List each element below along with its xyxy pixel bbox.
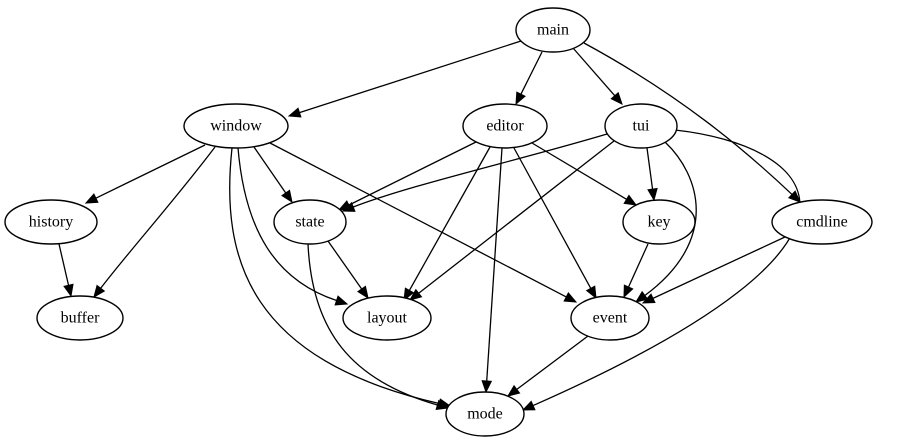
node-window-label: window [210,118,262,135]
node-event-ellipse [570,295,650,341]
node-event: event [570,295,650,341]
node-history-label: history [29,214,73,231]
node-buffer-ellipse [36,295,124,341]
arrowhead-window-to-layout [334,295,349,306]
node-main-ellipse [515,7,591,53]
edge-main-to-tui [572,47,616,97]
edge-history-to-buffer [58,243,70,286]
arrowhead-window-to-buffer [93,284,106,299]
node-key-ellipse [622,199,696,245]
arrowhead-editor-to-mode [481,380,493,394]
edge-state-to-layout [327,240,363,290]
node-window: window [183,103,289,149]
arrowhead-tui-to-key [647,187,658,202]
node-tui-label: tui [633,118,650,135]
arrowhead-editor-to-event [585,285,597,300]
edge-tui-to-key [646,147,654,190]
edge-window-to-state [253,146,287,194]
edge-event-to-mode [516,335,589,390]
arrowhead-editor-to-key [623,194,638,206]
node-state: state [273,199,347,245]
arrowhead-main-to-cmdline [787,190,801,203]
edge-editor-to-mode [486,147,503,382]
arrowhead-main-to-editor [515,91,526,106]
arrowhead-tui-to-layout [408,288,423,301]
edge-main-to-editor [520,51,543,95]
node-tui-ellipse [604,103,678,149]
node-event-label: event [593,310,628,327]
edge-editor-to-layout [408,146,491,291]
edge-main-to-window [299,40,522,114]
edge-key-to-event [627,243,649,288]
arrowhead-key-to-event [623,284,634,299]
node-cmdline: cmdline [771,199,873,245]
node-layout-ellipse [342,295,432,341]
edge-window-to-layout [237,147,337,302]
arrowhead-main-to-tui [610,91,623,105]
edge-window-to-event [269,142,567,298]
node-main: main [515,7,591,53]
node-main-label: main [537,22,569,39]
node-mode: mode [445,391,525,437]
edge-editor-to-event [513,147,592,289]
arrowhead-state-to-layout [357,285,369,300]
edge-editor-to-state [348,141,477,206]
arrowhead-cmdline-to-event [641,293,656,304]
arrowhead-main-to-window [287,107,302,118]
edges-layer [58,40,801,411]
edge-editor-to-key [531,142,627,200]
node-mode-label: mode [467,406,503,423]
arrowhead-tui-to-state [341,201,356,212]
arrowhead-tui-to-event [634,290,649,303]
arrowhead-tui-to-mode [521,400,536,411]
edge-window-to-mode [229,147,440,405]
arrowhead-event-to-mode [506,384,521,397]
node-state-ellipse [273,199,347,245]
arrowhead-window-to-history [84,193,99,204]
nodes-layer: main window editor tui history state key cmdlin… [4,7,873,437]
edge-main-to-cmdline [583,42,793,195]
node-tui: tui [604,103,678,149]
arrowhead-window-to-state [281,189,293,204]
node-editor-ellipse [462,103,548,149]
edge-tui-to-state [353,133,608,208]
node-mode-ellipse [445,391,525,437]
node-key: key [622,199,696,245]
arrowhead-history-to-buffer [63,283,74,298]
node-buffer-label: buffer [61,310,100,327]
node-editor-label: editor [486,118,524,135]
node-window-ellipse [183,103,289,149]
node-buffer: buffer [36,295,124,341]
node-editor: editor [462,103,548,149]
node-layout: layout [342,295,432,341]
node-state-label: state [295,214,324,231]
edge-state-to-mode [307,243,438,406]
node-cmdline-ellipse [771,199,873,245]
node-history: history [4,199,98,245]
arrowhead-state-to-mode [435,399,450,410]
node-key-label: key [647,214,670,231]
node-layout-label: layout [367,310,408,327]
edge-tui-to-mode [532,129,801,407]
edge-cmdline-to-event [652,236,786,299]
edge-window-to-buffer [100,146,216,289]
edge-window-to-history [95,144,206,199]
node-cmdline-label: cmdline [796,214,848,231]
edge-tui-to-layout [418,140,615,294]
arrowhead-window-to-event [563,291,578,303]
arrowhead-editor-to-layout [403,287,415,302]
edge-tui-to-event [644,141,697,296]
node-history-ellipse [4,199,98,245]
